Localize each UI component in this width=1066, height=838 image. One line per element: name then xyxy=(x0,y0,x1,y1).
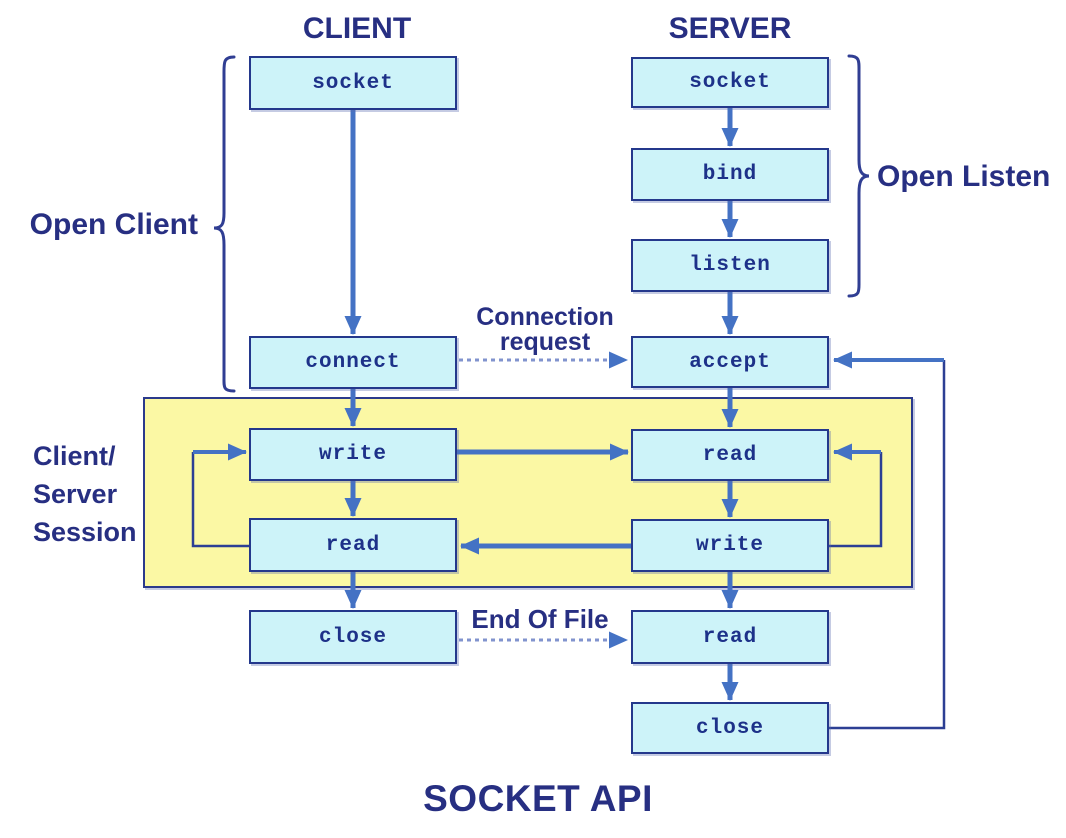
server-column-title: SERVER xyxy=(668,12,792,45)
server-close-label: close xyxy=(695,716,764,740)
client-read-label: read xyxy=(325,533,381,557)
client-connect-box: connect xyxy=(249,336,457,389)
session-label-line3: Session xyxy=(33,517,137,547)
client-read-write-loop-line xyxy=(191,452,249,548)
connection-request-line2: request xyxy=(499,328,591,356)
server-write-label: write xyxy=(695,534,764,557)
server-bind-label: bind xyxy=(702,163,758,186)
braces xyxy=(213,54,870,393)
server-socket-label: socket xyxy=(689,71,771,94)
client-read-box: read xyxy=(249,518,457,572)
client-socket-label: socket xyxy=(312,71,394,95)
client-socket-box: socket xyxy=(249,56,457,110)
connection-request-label: Connection request xyxy=(450,305,640,355)
client-connect-label: connect xyxy=(305,351,401,374)
server-read1-box: read xyxy=(631,429,829,481)
server-accept-box: accept xyxy=(631,336,829,388)
loop-lines xyxy=(191,360,946,730)
open-client-label: Open Client xyxy=(29,208,198,241)
open-client-brace xyxy=(213,55,236,393)
client-column-title: CLIENT xyxy=(302,12,412,45)
session-label-line2: Server xyxy=(33,479,118,509)
loop-arrowheads xyxy=(193,351,944,461)
client-close-box: close xyxy=(249,610,457,664)
client-close-label: close xyxy=(318,625,387,649)
server-bind-box: bind xyxy=(631,148,829,201)
client-write-box: write xyxy=(249,428,457,481)
end-of-file-label: End Of File xyxy=(471,604,609,634)
server-close-box: close xyxy=(631,702,829,754)
server-read2-box: read xyxy=(631,610,829,664)
server-socket-box: socket xyxy=(631,57,829,108)
client-write-label: write xyxy=(318,443,387,466)
session-label: Client/ Server Session xyxy=(33,437,137,551)
diagram-title: SOCKET API xyxy=(423,778,653,819)
flow-arrows xyxy=(344,108,739,701)
open-listen-label: Open Listen xyxy=(877,160,1051,193)
server-write-box: write xyxy=(631,519,829,572)
server-accept-label: accept xyxy=(689,350,771,374)
server-read1-label: read xyxy=(702,443,758,467)
server-write-read-loop-line xyxy=(829,452,883,548)
close-accept-loop-line xyxy=(829,360,946,730)
dashed-arrows xyxy=(459,351,628,649)
server-listen-box: listen xyxy=(631,239,829,292)
connection-request-line1: Connection xyxy=(476,303,614,331)
session-label-line1: Client/ xyxy=(33,441,116,471)
server-read2-label: read xyxy=(702,625,758,649)
open-listen-brace xyxy=(847,54,870,298)
server-listen-label: listen xyxy=(689,254,771,277)
